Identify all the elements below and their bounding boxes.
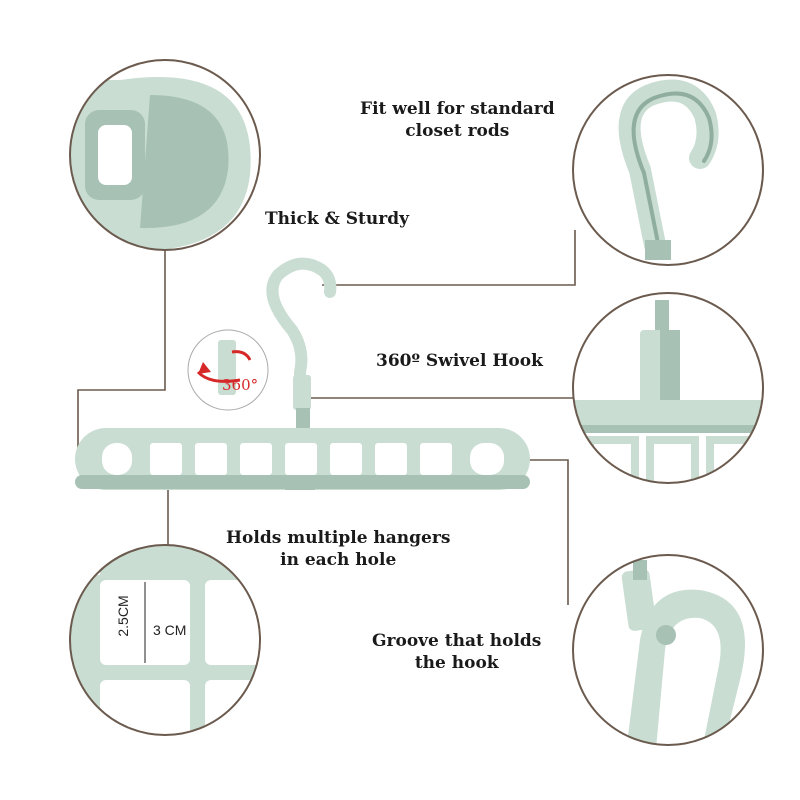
detail-circle-thick xyxy=(69,59,261,251)
callout-groove-line1: Groove that holds xyxy=(372,631,542,651)
detail-circle-groove xyxy=(572,554,764,746)
rotation-arrowhead xyxy=(198,362,211,374)
dimension-height: 2.5CM xyxy=(115,595,131,637)
dimension-width: 3 CM xyxy=(153,622,187,638)
callout-holds-line2: in each hole xyxy=(280,550,397,570)
rotation-badge-text: 360° xyxy=(222,376,259,394)
main-hanger xyxy=(75,257,530,490)
callout-swivel-hook: 360º Swivel Hook xyxy=(376,351,543,371)
connector-fit-rods xyxy=(322,230,576,286)
callout-groove-line2: the hook xyxy=(414,653,499,673)
detail-circle-holes xyxy=(69,544,261,736)
detail-circle-swivel xyxy=(572,292,764,484)
callout-holds-line1: Holds multiple hangers xyxy=(226,528,451,548)
callout-fit-rods-line1: Fit well for standard xyxy=(360,99,555,119)
swivel-hook xyxy=(266,257,337,401)
hanger-holes xyxy=(102,443,504,475)
rotation-badge xyxy=(187,329,269,411)
detail-circle-hook xyxy=(572,74,764,266)
rotation-arrow-icon xyxy=(196,350,252,383)
connector-thick-sturdy xyxy=(77,250,166,455)
callout-fit-rods-line2: closet rods xyxy=(405,121,510,141)
callout-holds: Holds multiple hangers in each hole xyxy=(226,527,450,571)
callout-groove: Groove that holds the hook xyxy=(372,630,541,674)
callout-thick-sturdy: Thick & Sturdy xyxy=(265,209,409,229)
connector-groove xyxy=(525,459,569,605)
callout-fit-rods: Fit well for standard closet rods xyxy=(360,98,555,142)
connector-lines xyxy=(77,230,576,605)
